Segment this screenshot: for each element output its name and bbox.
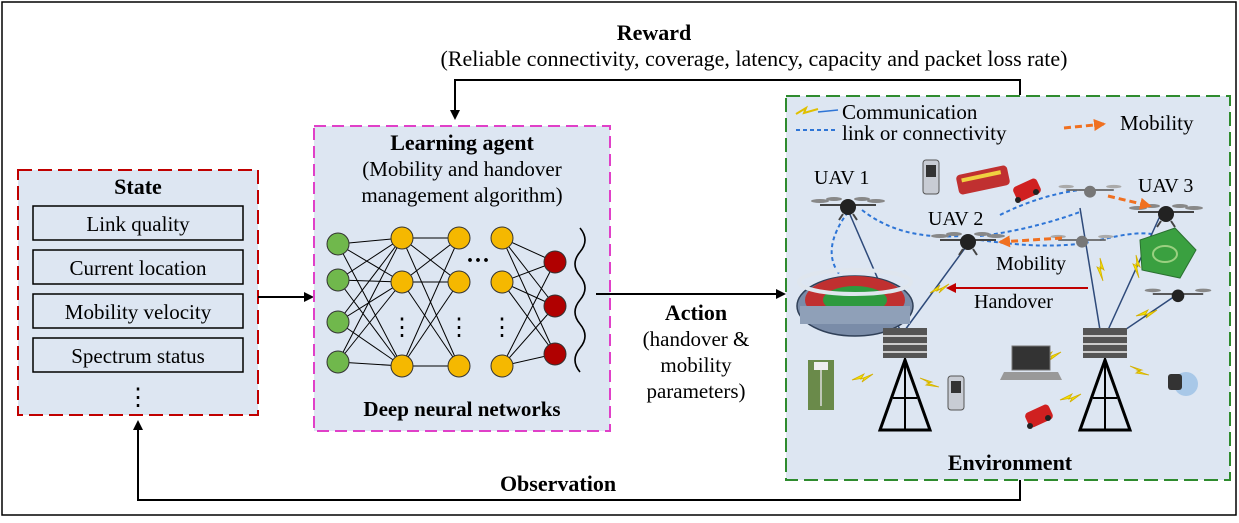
reward-title: Reward	[617, 20, 692, 45]
nn-hidden-node	[490, 354, 514, 378]
nn-edge	[337, 237, 403, 363]
observation-label: Observation	[500, 471, 616, 496]
nn-hidden-node	[447, 354, 471, 378]
nn-hidden-node	[447, 270, 471, 294]
mobility-label: Mobility	[996, 253, 1066, 275]
nn-edge	[337, 237, 403, 323]
legend-link-line	[817, 109, 839, 113]
nn-edge	[501, 237, 556, 355]
legend-link-label-2: link or connectivity	[842, 121, 1007, 145]
nn-edge	[337, 281, 403, 363]
nn-dots-horizontal: ···	[466, 248, 490, 274]
state-item-label: Link quality	[86, 212, 190, 236]
action-title: Action	[665, 300, 727, 325]
stadium-icon	[796, 268, 914, 337]
smartwatch-icon	[1168, 372, 1198, 396]
action-line-1: (handover &	[643, 327, 750, 351]
agent-panel: Learning agent (Mobility and handover ma…	[313, 125, 611, 432]
nn-edge	[401, 281, 460, 367]
laptop-icon	[1000, 345, 1062, 380]
state-item-spectrum-status	[32, 337, 244, 373]
state-panel: State Link quality Current location Mobi…	[17, 169, 259, 416]
state-item-link-quality	[32, 205, 244, 241]
drone-icon-middle	[1050, 234, 1114, 248]
nn-nodes	[326, 226, 567, 378]
uav1-label: UAV 1	[814, 167, 869, 189]
nn-hidden-node	[447, 226, 471, 250]
handover-label: Handover	[974, 291, 1053, 313]
cell-tower-icon-left	[877, 328, 933, 432]
nn-edge	[337, 279, 403, 367]
state-item-label: Current location	[69, 256, 207, 280]
drone-icon-uav1	[811, 197, 885, 221]
state-title: State	[114, 174, 162, 199]
nn-hidden-node	[390, 354, 414, 378]
phone-icon-bottom	[947, 375, 965, 411]
environment-title: Environment	[948, 450, 1073, 475]
cell-tower-icon-right	[1077, 328, 1133, 432]
legend-mobility-arrow	[1063, 119, 1106, 131]
reward-subtitle: (Reliable connectivity, coverage, latenc…	[441, 46, 1068, 71]
nn-input-node	[326, 310, 350, 334]
nn-edge	[401, 237, 460, 283]
nn-dots-vertical-3: ⋮	[490, 315, 514, 341]
state-item-mobility-velocity	[32, 293, 244, 329]
nn-hidden-node	[490, 270, 514, 294]
nn-input-node	[326, 232, 350, 256]
weather-station-icon	[808, 360, 834, 410]
train-icon	[956, 165, 1010, 195]
nn-dots-vertical-2: ⋮	[447, 315, 471, 341]
drone-icon-uav3	[1129, 204, 1203, 228]
agent-title: Learning agent	[390, 130, 534, 155]
car-icon-bottom	[1025, 404, 1053, 429]
nn-output-node	[543, 250, 567, 274]
mobility-arrow-uav3	[1107, 194, 1152, 210]
state-ellipsis: ⋮	[126, 385, 150, 411]
nn-edge	[337, 243, 403, 283]
observation-arrow	[133, 420, 1021, 501]
state-item-label: Mobility velocity	[65, 300, 212, 324]
nn-edge	[337, 321, 403, 367]
legend: Communication link or connectivity Mobil…	[795, 100, 1194, 145]
output-brace	[574, 227, 586, 373]
nn-dots-vertical-1: ⋮	[390, 315, 414, 341]
legend-mobility-label: Mobility	[1120, 111, 1194, 135]
drone-icon-right	[1144, 288, 1212, 303]
nn-edge	[501, 305, 556, 367]
nn-edge	[501, 281, 556, 355]
drone-icon-top	[1058, 184, 1122, 198]
nn-hidden-node	[390, 270, 414, 294]
nn-edge	[337, 237, 403, 281]
nn-edge	[337, 243, 403, 367]
state-item-label: Spectrum status	[71, 344, 205, 368]
legend-link-lightning-icon	[795, 105, 819, 115]
action-line-2: mobility	[660, 353, 732, 377]
nn-output-node	[543, 342, 567, 366]
agent-network-label: Deep neural networks	[363, 397, 560, 421]
nn-input-node	[326, 268, 350, 292]
drone-icon-uav2	[931, 232, 1005, 256]
car-icon-top	[1013, 178, 1041, 203]
action-line-3: parameters)	[646, 379, 745, 403]
nn-hidden-node	[390, 226, 414, 250]
phone-icon-top	[922, 159, 940, 195]
uav3-label: UAV 3	[1138, 175, 1193, 197]
reward-arrow	[450, 79, 1021, 120]
nn-hidden-node	[490, 226, 514, 250]
agent-subtitle-1: (Mobility and handover	[362, 157, 561, 181]
state-item-current-location	[32, 249, 244, 285]
nn-input-node	[326, 350, 350, 374]
nn-output-node	[543, 294, 567, 318]
farm-field-icon	[1139, 227, 1197, 279]
nn-edge	[337, 281, 403, 323]
nn-edge	[401, 237, 460, 367]
agent-subtitle-2: management algorithm)	[361, 183, 562, 207]
legend-link-label-1: Communication	[842, 100, 978, 124]
environment-panel: Communication link or connectivity Mobil…	[785, 95, 1231, 481]
nn-edge	[501, 261, 556, 367]
uav2-label: UAV 2	[928, 208, 983, 230]
